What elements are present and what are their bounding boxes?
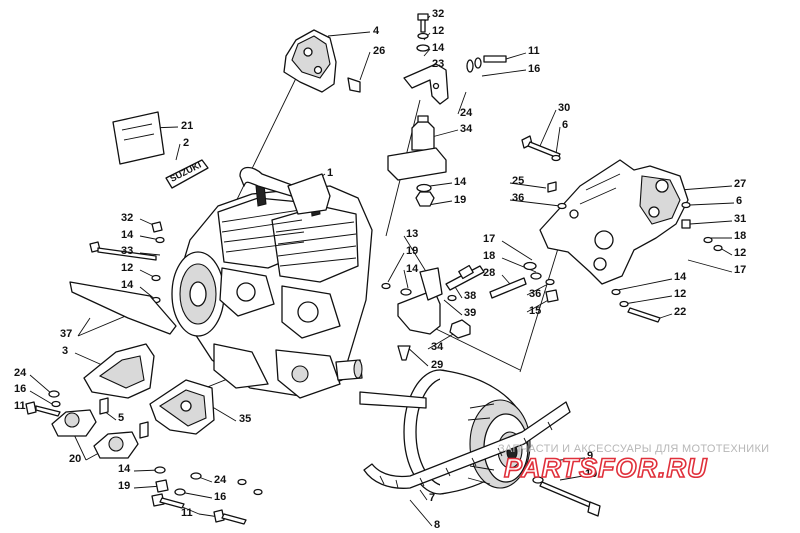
callout-labels: 3212142311162434426212114193062536276311…	[14, 8, 746, 531]
watermark: ЗАПЧАСТИ И АКСЕССУАРЫ ДЛЯ МОТОТЕХНИКИ PA…	[498, 443, 769, 484]
drive-belt-8	[363, 401, 571, 489]
callout-37: 37	[60, 328, 72, 340]
callout-34a: 34	[460, 123, 473, 135]
lower-hardware	[151, 472, 263, 525]
callout-19a: 19	[454, 194, 466, 206]
lower-left-mounts	[25, 379, 215, 493]
decal-21	[112, 111, 165, 165]
callout-18a: 18	[734, 230, 746, 242]
callout-1: 1	[327, 167, 333, 179]
callout-12d: 12	[674, 288, 686, 300]
callout-8: 8	[434, 519, 440, 531]
callout-34b: 34	[431, 341, 444, 353]
callout-32b: 32	[121, 212, 133, 224]
callout-6b: 6	[736, 195, 742, 207]
callout-26: 26	[373, 45, 385, 57]
callout-11b: 11	[14, 400, 26, 412]
callout-38: 38	[464, 290, 476, 302]
callout-23: 23	[432, 58, 444, 70]
engine-assembly	[171, 166, 373, 399]
callout-6a: 6	[562, 119, 568, 131]
callout-32a: 32	[432, 8, 444, 20]
callout-39: 39	[464, 307, 476, 319]
engine-plate-27	[521, 135, 723, 285]
callout-18b: 18	[483, 250, 495, 262]
callout-24b: 24	[14, 367, 27, 379]
callout-36b: 36	[529, 288, 541, 300]
callout-15: 15	[529, 305, 541, 317]
callout-11a: 11	[528, 45, 540, 57]
top-mount-stack	[387, 13, 507, 207]
callout-35: 35	[239, 413, 251, 425]
callout-20: 20	[69, 453, 81, 465]
watermark-caption: ЗАПЧАСТИ И АКСЕССУАРЫ ДЛЯ МОТОТЕХНИКИ	[498, 443, 769, 455]
callout-14e: 14	[406, 263, 419, 275]
callout-25: 25	[512, 175, 524, 187]
callout-30: 30	[558, 102, 570, 114]
callout-2: 2	[183, 137, 189, 149]
callout-12a: 12	[432, 25, 444, 37]
callout-29: 29	[431, 359, 443, 371]
callout-17a: 17	[734, 264, 746, 276]
callout-19c: 19	[118, 480, 130, 492]
callout-13: 13	[406, 228, 418, 240]
left-mounts	[69, 221, 177, 399]
callout-5: 5	[118, 412, 124, 424]
callout-12c: 12	[121, 262, 133, 274]
callout-33: 33	[121, 245, 133, 257]
callout-21: 21	[181, 120, 193, 132]
callout-22: 22	[674, 306, 686, 318]
callout-17b: 17	[483, 233, 495, 245]
callout-14g: 14	[118, 463, 131, 475]
callout-14b: 14	[454, 176, 467, 188]
callout-9: 9	[587, 450, 593, 462]
callout-31: 31	[734, 213, 746, 225]
callout-14c: 14	[121, 229, 134, 241]
callout-24c: 24	[214, 474, 227, 486]
callout-16b: 16	[14, 383, 26, 395]
watermark-logo: PARTSFOR.RU	[504, 453, 708, 483]
callout-7: 7	[429, 492, 435, 504]
callout-36a: 36	[512, 192, 524, 204]
callout-24a: 24	[460, 107, 473, 119]
callout-14f: 14	[674, 271, 687, 283]
callout-28: 28	[483, 267, 495, 279]
callout-3: 3	[62, 345, 68, 357]
callout-4: 4	[373, 25, 380, 37]
callout-19b: 19	[406, 245, 418, 257]
callout-16a: 16	[528, 63, 540, 75]
callout-14a: 14	[432, 42, 445, 54]
callout-10: 10	[585, 468, 597, 480]
callout-12b: 12	[734, 247, 746, 259]
callout-11c: 11	[181, 507, 193, 519]
bracket-4	[283, 29, 361, 93]
callout-27: 27	[734, 178, 746, 190]
callout-14d: 14	[121, 279, 134, 291]
middle-hardware	[381, 261, 661, 361]
suzuki-badge: SUZUKI	[165, 159, 209, 189]
callout-16c: 16	[214, 491, 226, 503]
